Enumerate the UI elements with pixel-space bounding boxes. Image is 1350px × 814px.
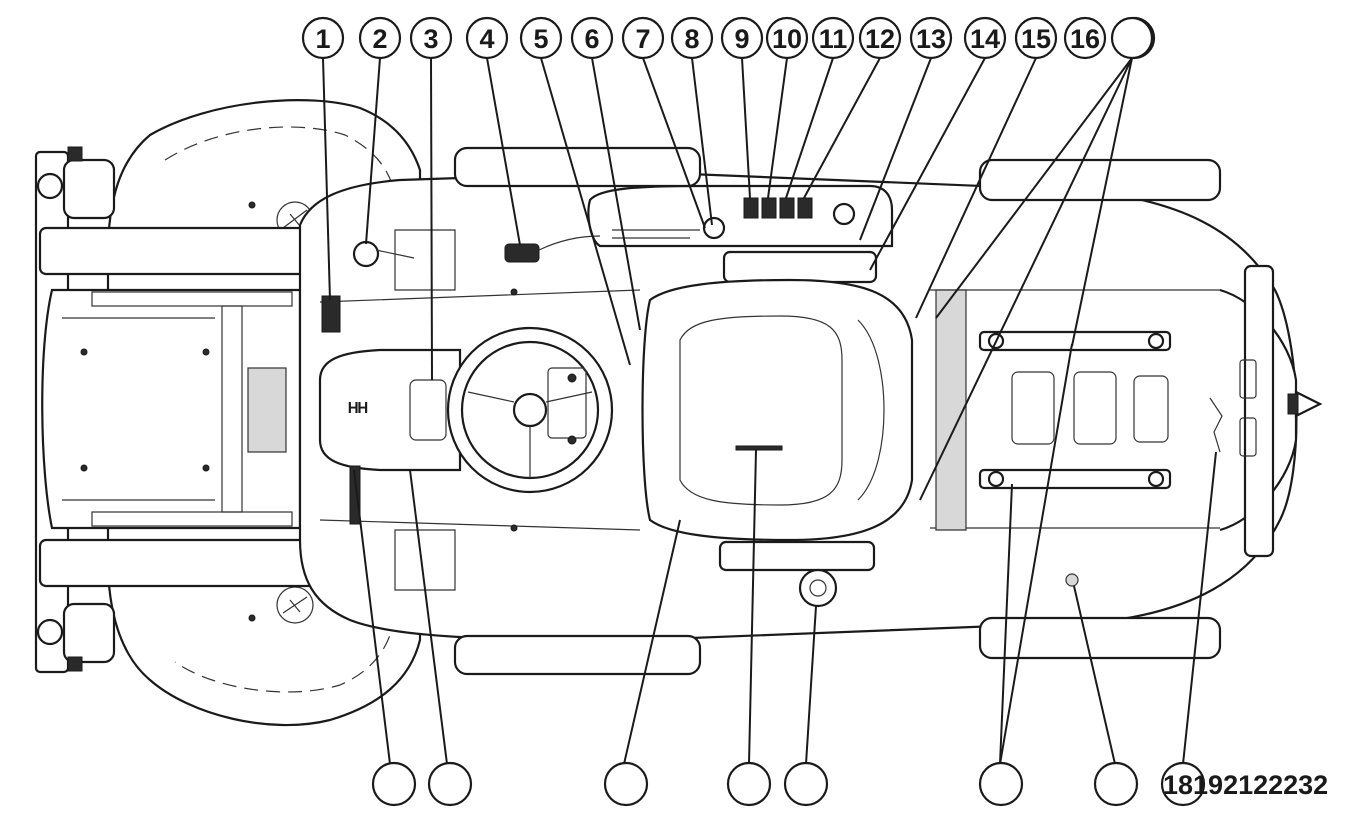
callout-number: 8	[684, 24, 699, 54]
callout-bubble	[465, 16, 509, 60]
callout-number: 12	[865, 24, 895, 54]
rear-fender	[930, 289, 1263, 587]
callout-number: 5	[533, 24, 548, 54]
callout-bubble	[1160, 761, 1206, 807]
callout-bubble	[909, 16, 953, 60]
bottom-right-numbers: 18192122232	[1163, 770, 1328, 800]
callout-bubble	[519, 16, 563, 60]
callout-bubble-empty	[726, 761, 772, 807]
callout-number: 3	[423, 24, 438, 54]
callout-bubble	[621, 16, 665, 60]
callout-bubble	[765, 16, 809, 60]
callout-number: 10	[772, 24, 802, 54]
callout-bubble	[858, 16, 902, 60]
callout-bubble-empty	[783, 761, 829, 807]
callout-bubble	[301, 16, 345, 60]
callout-number: 9	[734, 24, 749, 54]
callout-bubble-empty	[978, 761, 1024, 807]
callout-number: 6	[584, 24, 599, 54]
callout-number: 15	[1021, 24, 1051, 54]
mower-illustration: ᴴᴴ	[34, 99, 1323, 727]
callout-bubble	[1063, 16, 1107, 60]
callout-bubble	[1014, 16, 1058, 60]
callout-bubble	[811, 16, 855, 60]
callout-bubble-empty	[1110, 16, 1154, 60]
leader-lines	[322, 57, 1217, 765]
callout-bubble-empty	[1093, 761, 1139, 807]
svg-text:ᴴᴴ: ᴴᴴ	[348, 398, 368, 423]
callout-bubble	[570, 16, 614, 60]
callout-bubble	[409, 16, 453, 60]
callout-bubble	[358, 16, 402, 60]
steering: ᴴᴴ	[318, 240, 614, 532]
callout-number: 1	[315, 24, 330, 54]
callout-number: 11	[819, 24, 848, 54]
seat	[641, 278, 914, 608]
callout-bubble-empty	[603, 761, 649, 807]
callout-bubble-empty	[371, 761, 417, 807]
dashboard	[504, 184, 894, 284]
callout-number: 14	[970, 24, 1000, 54]
top-callouts: 1 2 3 4 5 6 7 8 9 10 11 12 13 14 15 16 1…	[301, 16, 1156, 60]
callout-bubble	[720, 16, 764, 60]
hood	[41, 288, 302, 530]
callout-number: 4	[479, 24, 494, 54]
bottom-callouts: 18192122232	[371, 761, 1328, 807]
callout-bubble	[670, 16, 714, 60]
callout-bubble	[963, 16, 1007, 60]
callout-number: 13	[916, 24, 946, 54]
callout-bubble-empty	[427, 761, 473, 807]
callout-number: 16	[1070, 24, 1100, 54]
callout-number: 2	[372, 24, 387, 54]
callout-number: 7	[635, 24, 650, 54]
rear-hitch	[1209, 264, 1323, 558]
